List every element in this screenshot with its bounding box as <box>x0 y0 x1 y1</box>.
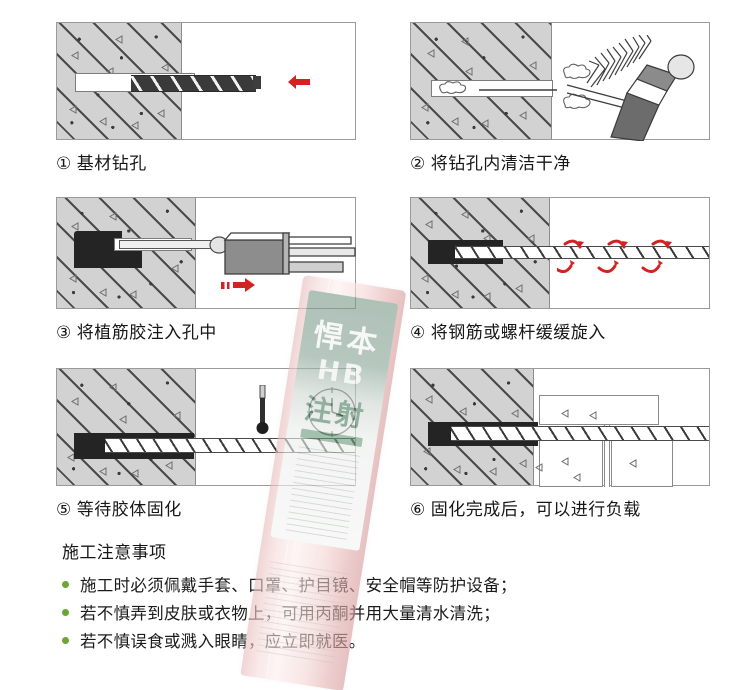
note-item-3: 若不慎误食或溅入眼睛，应立即就医。 <box>62 628 366 652</box>
attached-member-lower-left <box>539 437 603 487</box>
step-figure-3 <box>56 197 356 309</box>
injection-nozzle-icon <box>119 240 215 249</box>
brush-bristles-icon <box>586 35 652 88</box>
step-figure-5 <box>56 368 359 486</box>
step-figure-1 <box>56 22 356 140</box>
step-label-4: 将钢筋或螺杆缓缓旋入 <box>430 323 606 343</box>
triangle-marker-icon <box>573 469 581 487</box>
concrete-substrate-icon <box>57 369 196 485</box>
note-text-1: 施工时必须佩戴手套、口罩、护目镜、安全帽等防护设备； <box>80 576 517 595</box>
member-divider <box>604 425 610 487</box>
note-text-2: 若不慎弄到皮肤或衣物上，可用丙酮并用大量清水清洗； <box>80 604 500 623</box>
step-label-2: 将钻孔内清洁干净 <box>430 154 571 174</box>
arrow-left-red-icon <box>287 73 311 96</box>
step-label-6: 固化完成后，可以进行负载 <box>430 500 641 520</box>
step-label-1: 基材钻孔 <box>76 154 147 174</box>
step-number-1: ① <box>56 154 72 174</box>
step-number-4: ④ <box>410 323 426 343</box>
dust-cloud-icon <box>563 63 591 80</box>
clock-icon <box>305 385 359 444</box>
injected-adhesive <box>428 240 503 249</box>
step-number-5: ⑤ <box>56 500 72 520</box>
notes-title: 施工注意事项 <box>62 543 167 563</box>
drill-shank <box>253 76 261 89</box>
caulking-gun-icon <box>223 228 357 280</box>
step-label-3: 将植筋胶注入孔中 <box>76 323 217 343</box>
dust-cloud-icon <box>439 81 467 95</box>
triangle-marker-icon <box>535 459 543 477</box>
step-figure-2 <box>410 22 710 142</box>
dust-cloud-icon <box>563 93 591 110</box>
triangle-marker-icon <box>589 407 597 425</box>
attached-member-lower-right <box>611 437 673 487</box>
bullet-dot-icon <box>62 637 69 644</box>
note-text-3: 若不慎误食或溅入眼睛，应立即就医。 <box>80 632 366 651</box>
air-blower-icon <box>607 53 699 142</box>
triangle-marker-icon <box>561 405 569 423</box>
rotation-arrows-red-icon <box>557 239 672 273</box>
step-number-2: ② <box>410 154 426 174</box>
bullet-dot-icon <box>62 609 69 616</box>
triangle-marker-icon <box>629 455 637 473</box>
blower-nozzle-icon <box>479 84 628 109</box>
triangle-marker-icon <box>561 453 569 471</box>
note-item-1: 施工时必须佩戴手套、口罩、护目镜、安全帽等防护设备； <box>62 572 517 596</box>
step-figure-4 <box>410 197 710 309</box>
step-figure-6 <box>410 368 710 487</box>
injected-adhesive <box>74 251 142 268</box>
attached-member-upper <box>539 395 659 425</box>
bullet-dot-icon <box>62 581 69 588</box>
drill-bit-icon <box>131 75 256 92</box>
thermometer-icon <box>255 384 271 440</box>
injected-adhesive <box>428 256 503 264</box>
threaded-rod-icon <box>451 426 709 441</box>
note-item-2: 若不慎弄到皮肤或衣物上，可用丙酮并用大量清水清洗； <box>62 600 500 624</box>
step-number-6: ⑥ <box>410 500 426 520</box>
threaded-rod-icon <box>455 246 709 259</box>
step-number-3: ③ <box>56 323 72 343</box>
arrow-right-red-icon <box>221 276 257 299</box>
step-label-5: 等待胶体固化 <box>76 500 182 520</box>
